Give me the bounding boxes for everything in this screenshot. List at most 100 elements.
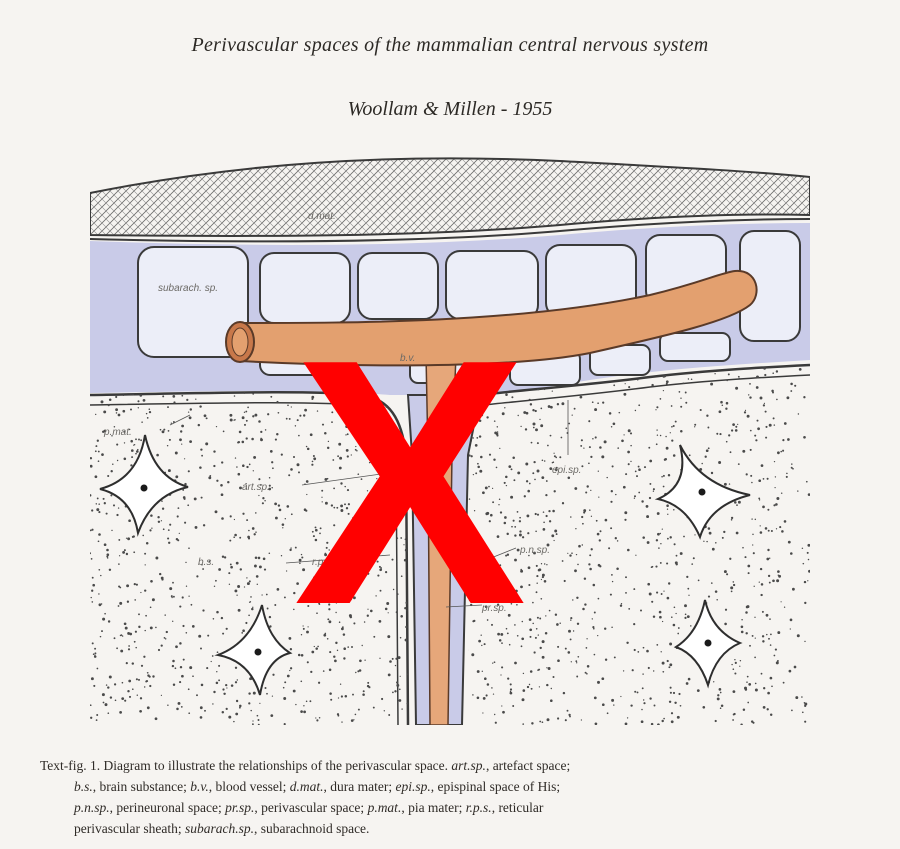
- stipple-dot: [486, 694, 488, 696]
- stipple-dot: [592, 626, 594, 628]
- stipple-dot: [117, 460, 118, 461]
- stipple-dot: [554, 490, 556, 492]
- stipple-dot: [535, 637, 537, 639]
- stipple-dot: [769, 558, 770, 559]
- stipple-dot: [173, 401, 175, 403]
- stipple-dot: [668, 582, 670, 584]
- stipple-dot: [545, 615, 546, 616]
- stipple-dot: [580, 396, 583, 399]
- stipple-dot: [790, 552, 793, 555]
- stipple-dot: [688, 678, 691, 681]
- stipple-dot: [775, 476, 776, 477]
- stipple-dot: [755, 637, 756, 638]
- stipple-dot: [755, 519, 756, 520]
- stipple-dot: [109, 569, 111, 571]
- stipple-dot: [248, 692, 250, 694]
- stipple-dot: [172, 665, 174, 667]
- stipple-dot: [536, 565, 538, 567]
- stipple-dot: [763, 404, 765, 406]
- stipple-dot: [274, 503, 277, 506]
- stipple-dot: [680, 705, 682, 707]
- stipple-dot: [598, 564, 601, 567]
- stipple-dot: [757, 420, 759, 422]
- stipple-dot: [576, 676, 578, 678]
- stipple-dot: [90, 552, 91, 554]
- stipple-dot: [804, 581, 806, 583]
- stipple-dot: [128, 645, 130, 647]
- stipple-dot: [683, 382, 684, 383]
- stipple-dot: [116, 444, 118, 446]
- stipple-dot: [536, 582, 537, 583]
- stipple-dot: [731, 429, 733, 431]
- stipple-dot: [289, 670, 290, 671]
- stipple-dot: [665, 436, 667, 438]
- stipple-dot: [570, 619, 571, 620]
- stipple-dot: [137, 694, 138, 695]
- stipple-dot: [239, 431, 242, 434]
- stipple-dot: [122, 635, 123, 636]
- stipple-dot: [175, 667, 177, 669]
- stipple-dot: [671, 426, 673, 428]
- stipple-dot: [642, 687, 644, 689]
- caption-text: , brain substance;: [93, 779, 190, 794]
- stipple-dot: [97, 440, 99, 442]
- stipple-dot: [561, 437, 563, 439]
- stipple-dot: [770, 634, 772, 636]
- stipple-dot: [214, 586, 215, 587]
- stipple-dot: [565, 719, 567, 721]
- stipple-dot: [245, 622, 247, 624]
- stipple-dot: [263, 557, 266, 560]
- stipple-dot: [723, 531, 725, 533]
- stipple-dot: [632, 669, 634, 671]
- stipple-dot: [557, 646, 559, 648]
- stipple-dot: [600, 530, 602, 532]
- stipple-dot: [568, 630, 571, 633]
- caption-text: perivascular sheath;: [74, 821, 185, 836]
- stipple-dot: [91, 677, 94, 680]
- stipple-dot: [106, 513, 108, 515]
- stipple-dot: [275, 517, 278, 520]
- stipple-dot: [140, 439, 142, 441]
- stipple-dot: [168, 469, 171, 472]
- stipple-dot: [660, 562, 662, 564]
- stipple-dot: [749, 383, 751, 385]
- stipple-dot: [195, 526, 198, 529]
- stipple-dot: [750, 430, 752, 432]
- stipple-dot: [556, 533, 558, 535]
- stipple-dot: [163, 528, 165, 530]
- stipple-dot: [749, 396, 751, 398]
- stipple-dot: [713, 681, 714, 682]
- stipple-dot: [765, 426, 767, 428]
- stipple-dot: [776, 399, 778, 401]
- stipple-dot: [244, 412, 245, 413]
- stipple-dot: [542, 459, 544, 461]
- stipple-dot: [183, 659, 185, 661]
- stipple-dot: [124, 549, 126, 551]
- stipple-dot: [544, 563, 545, 564]
- stipple-dot: [155, 627, 157, 629]
- stipple-dot: [627, 549, 630, 552]
- stipple-dot: [651, 384, 653, 386]
- stipple-dot: [201, 684, 204, 687]
- stipple-dot: [134, 444, 135, 445]
- stipple-dot: [770, 644, 772, 646]
- stipple-dot: [640, 610, 642, 612]
- stipple-dot: [755, 439, 757, 441]
- stipple-dot: [247, 407, 249, 409]
- stipple-dot: [133, 551, 135, 553]
- stipple-dot: [98, 451, 100, 453]
- stipple-dot: [612, 465, 614, 467]
- stipple-dot: [578, 545, 581, 548]
- stipple-dot: [686, 576, 688, 578]
- stipple-dot: [136, 584, 138, 586]
- stipple-dot: [91, 597, 92, 598]
- stipple-dot: [98, 540, 100, 542]
- stipple-dot: [762, 506, 765, 509]
- stipple-dot: [147, 417, 149, 419]
- stipple-dot: [589, 568, 592, 571]
- stipple-dot: [126, 584, 129, 587]
- stipple-dot: [482, 712, 483, 713]
- stipple-dot: [242, 629, 245, 632]
- stipple-dot: [790, 628, 791, 629]
- stipple-dot: [602, 703, 605, 706]
